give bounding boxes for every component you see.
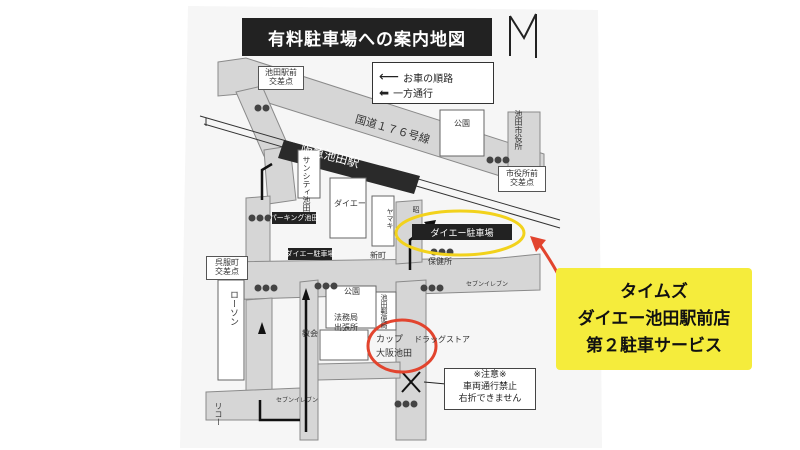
church-label: 教会 xyxy=(302,329,318,338)
notice-line1: ※注意※ xyxy=(473,370,507,380)
seven-eleven-lower-label: セブンイレブン xyxy=(276,397,319,404)
road-lower-left xyxy=(245,297,273,395)
map-legend: ⟵ お車の順路 ⬅ 一方通行 xyxy=(372,62,494,104)
lawson-label: ローソン xyxy=(228,290,238,326)
map-title: 有料駐車場への案内地図 xyxy=(242,18,492,56)
sunshine-building xyxy=(297,149,321,199)
ikeda-ekimae-label: 池田駅前 xyxy=(265,68,297,78)
daiei-parking-box: ダイエー駐車場 xyxy=(412,224,512,240)
callout-line3: 第２駐車サービス xyxy=(586,335,722,356)
legend-oneway-label: 一方通行 xyxy=(393,89,434,100)
callout-line2: ダイエー池田駅前店 xyxy=(577,308,731,329)
ikeda-post-label: 池田郵便局 xyxy=(380,294,388,329)
ikeda-ekimae-crossing: 池田駅前交差点 xyxy=(258,66,304,90)
north-arrow-icon xyxy=(509,13,537,58)
notice-box: ※注意※ 車両通行禁止 右折できません xyxy=(444,368,536,410)
homukyoku-block xyxy=(319,329,369,361)
shinmachi-label: 新町 xyxy=(370,251,386,260)
notice-line2: 車両通行禁止 xyxy=(462,382,517,392)
kosaten2-label: 交差点 xyxy=(510,178,534,187)
park-upper xyxy=(439,109,485,157)
lawson-block xyxy=(217,279,245,381)
route-arrow-icon: ⟵ xyxy=(379,69,400,85)
park-upper-label: 公園 xyxy=(454,119,470,128)
kosaten1-label: 交差点 xyxy=(269,77,293,86)
building-a xyxy=(371,195,395,247)
park-lower-label: 公園 xyxy=(344,287,360,296)
road-left-vertical xyxy=(245,195,271,273)
drugstore-label: ドラッグストア xyxy=(414,335,470,344)
osaka-ikeda-highlight xyxy=(366,318,438,374)
ikeda-city-hall-label: 池田市役所 xyxy=(514,110,523,150)
parking-ikeda-box: パーキング池田 xyxy=(269,212,319,224)
shiyakushomae-label: 市役所前 xyxy=(506,169,538,179)
road-right-vertical xyxy=(395,279,427,441)
shiyakushomae-crossing: 市役所前交差点 xyxy=(498,166,546,192)
homukyoku-label: 法務局 xyxy=(334,313,358,322)
sunshine-label: サンシティ池田 xyxy=(302,156,311,212)
shutchojo-label: 出張所 xyxy=(334,323,358,332)
notice-line3: 右折できません xyxy=(458,394,522,404)
seven-eleven-label: セブンイレブン xyxy=(466,281,509,288)
sho-label: 昭 xyxy=(412,206,420,213)
yamaki-label: ヤマキ xyxy=(386,208,394,229)
daiei-building-label: ダイエー xyxy=(334,199,366,208)
carp-label: カップ xyxy=(376,335,404,345)
kosaten3-label: 交差点 xyxy=(215,267,239,276)
daiei-parking-small-box: ダイエー駐車場 xyxy=(285,248,335,260)
daiei-building xyxy=(329,177,367,239)
gofukucho-label: 呉服町 xyxy=(215,258,239,268)
daiei-parking-highlight xyxy=(394,209,526,257)
oneway-arrow-icon: ⬅ xyxy=(379,85,390,100)
gofukucho-crossing: 呉服町交差点 xyxy=(206,256,248,280)
note-leader xyxy=(423,381,447,385)
legend-route-label: お車の順路 xyxy=(403,73,454,85)
times-parking-callout: タイムズ ダイエー池田駅前店 第２駐車サービス xyxy=(556,268,752,370)
osaka-ikeda-label: 大阪池田 xyxy=(376,349,413,359)
no-entry-icon xyxy=(401,371,421,393)
road-center-vertical xyxy=(299,279,319,441)
hoikusho-label: 保健所 xyxy=(428,257,452,266)
callout-line1: タイムズ xyxy=(620,281,688,302)
ricoh-label: リコー xyxy=(214,402,223,426)
